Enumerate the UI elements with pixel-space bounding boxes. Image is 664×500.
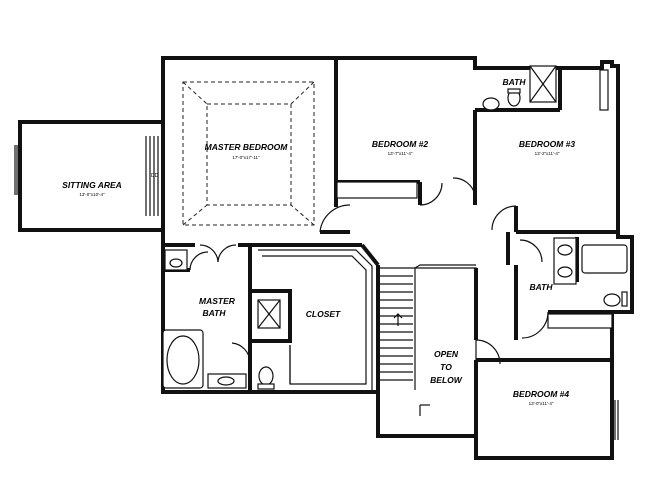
tray-ceiling-inner [206,103,292,206]
bedroom3-room [491,205,618,234]
bedroom3-dims: 13'-2"x11'-4" [535,151,560,156]
master-shower [248,289,292,390]
master-bath-tub [166,335,200,385]
linen-closet [547,313,613,329]
bedroom4-label: BEDROOM #4 [513,389,569,399]
sitting-area-label: SITTING AREA [62,180,122,190]
right-bath-label: BATH [530,282,554,292]
right-bath-tub [581,244,628,274]
master-bedroom-room: DD [151,58,362,263]
staircase [380,268,416,390]
master-bath-label-2: BATH [203,308,227,318]
right-bath-toilet [603,293,621,307]
master-bath-label-1: MASTER [199,296,236,306]
master-bedroom-dims: 17'-0"x17'-11" [232,155,260,160]
dd-note: DD [151,173,159,179]
sitting-area-opening [144,136,162,216]
upper-bath-label: BATH [503,77,527,87]
open-to-below-line2: TO [440,362,452,372]
hall-and-stairs [360,232,518,458]
bedroom3-label: BEDROOM #3 [519,139,575,149]
bedroom2-closet [336,181,418,199]
open-to-below-line3: BELOW [430,375,463,385]
sitting-area-walls [18,120,165,232]
upper-bath-sink [482,97,500,111]
master-toilet [258,366,274,386]
tray-ceiling-outer [182,81,315,226]
sitting-area-dims: 13'-0"x10'-4" [79,192,105,197]
closet-label: CLOSET [306,309,341,319]
master-bath-sink [169,258,183,268]
upper-bath [475,65,609,112]
master-bedroom-label: MASTER BEDROOM [205,142,289,152]
outer-walls [161,56,634,460]
bedroom2-room [336,110,477,206]
sitting-area-room [14,120,165,232]
master-closet [258,249,373,390]
master-bath [162,245,252,392]
bedroom2-dims: 13'-7"x11'-4" [388,151,413,156]
bedroom4-room [476,358,619,440]
bedroom2-label: BEDROOM #2 [372,139,428,149]
right-bath [519,237,632,339]
master-door-swing [319,204,351,233]
open-to-below-line1: OPEN [434,349,459,359]
bedroom4-dims: 13'-0"x11'-4" [529,401,554,406]
